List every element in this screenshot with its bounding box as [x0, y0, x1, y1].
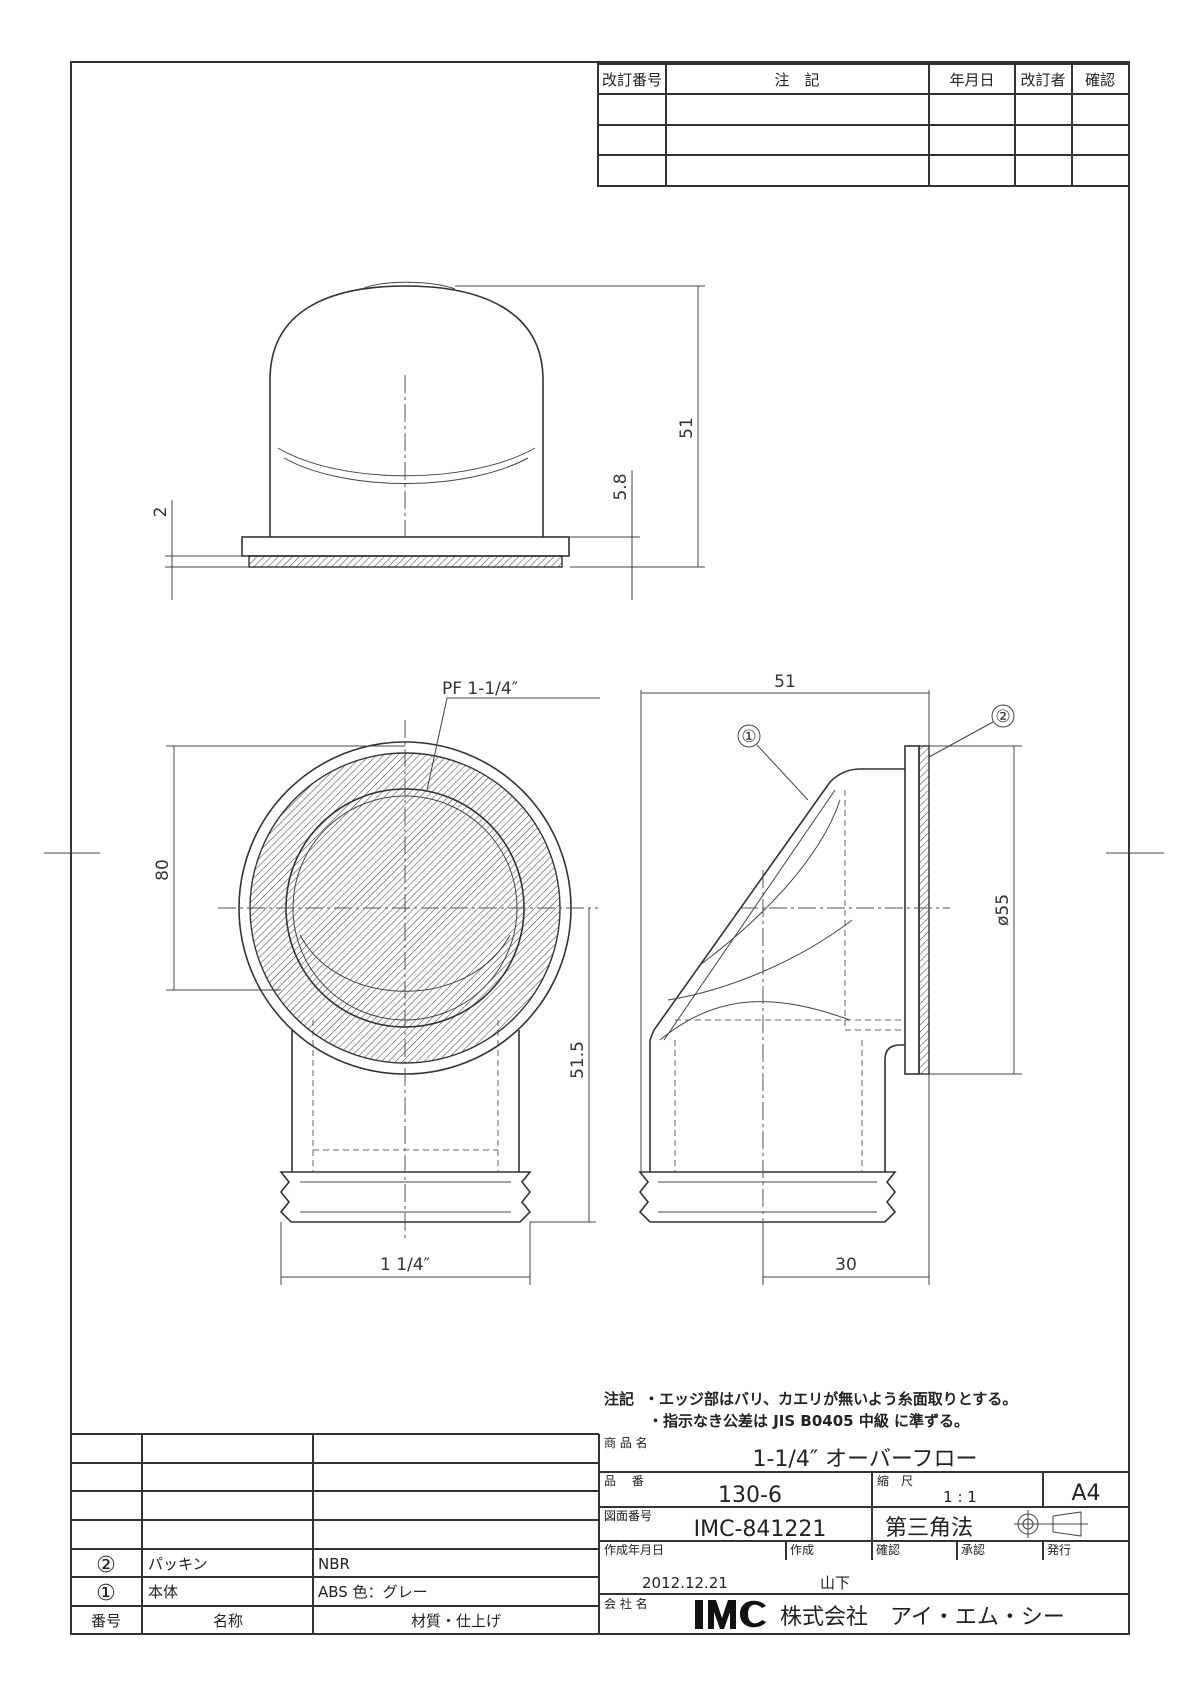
- issue-label: 発行: [1047, 1543, 1071, 1557]
- author-label: 作成: [790, 1543, 814, 1557]
- dim-front-thread: 1 1/4″: [380, 1255, 430, 1275]
- label-pf: PF 1-1/4″: [442, 679, 518, 699]
- rev-header-date: 年月日: [949, 71, 994, 89]
- drawing-no-label: 図面番号: [604, 1509, 652, 1523]
- part-no: 130-6: [718, 1483, 782, 1508]
- third-angle-projection-icon: [1014, 1510, 1088, 1538]
- company-name: 株式会社 アイ・エム・シー: [780, 1605, 1065, 1630]
- part-2-no: ②: [96, 1553, 116, 1578]
- dim-top-gasket: 2: [151, 507, 171, 518]
- rev-header-check: 確認: [1085, 71, 1115, 89]
- rev-header-note: 注 記: [774, 71, 819, 89]
- part-1-name: 本体: [148, 1583, 178, 1601]
- dim-side-depth: 51: [774, 672, 796, 692]
- title-block: 商 品 名 1-1/4″ オーバーフロー 品 番 130-6 縮 尺 1 : 1…: [598, 1434, 1129, 1634]
- drawing-no: IMC-841221: [694, 1517, 827, 1542]
- notes-line-1: ・エッジ部はバリ、カエリが無いよう糸面取りとする。: [644, 1390, 1017, 1408]
- rev-header-no: 改訂番号: [602, 71, 662, 89]
- parts-table: ② パッキン NBR ① 本体 ABS 色：グレー 番号 名称 材質・仕上げ: [71, 1433, 599, 1634]
- notes-line-2: ・指示なき公差は JIS B0405 中級 に準ずる。: [648, 1412, 969, 1430]
- balloon-gasket: ②: [995, 707, 1010, 727]
- rev-header-reviser: 改訂者: [1020, 71, 1065, 89]
- part-1-material: ABS 色：グレー: [318, 1583, 428, 1601]
- scale-value: 1 : 1: [943, 1488, 977, 1506]
- author-name: 山下: [820, 1574, 850, 1592]
- balloon-body: ①: [741, 727, 756, 747]
- parts-header-name: 名称: [213, 1612, 243, 1630]
- part-2-name: パッキン: [148, 1555, 208, 1573]
- product-name-label: 商 品 名: [604, 1435, 648, 1450]
- product-name: 1-1/4″ オーバーフロー: [752, 1447, 977, 1472]
- projection-method: 第三角法: [885, 1516, 973, 1541]
- date-label: 作成年月日: [604, 1543, 664, 1557]
- company-label: 会 社 名: [604, 1596, 648, 1611]
- part-no-label: 品 番: [604, 1474, 644, 1488]
- parts-header-material: 材質・仕上げ: [411, 1612, 501, 1630]
- top-view: 51 5.8 2: [151, 281, 705, 600]
- dim-side-pipe: 30: [835, 1255, 857, 1275]
- part-1-no: ①: [96, 1581, 116, 1606]
- notes: 注記 ・エッジ部はバリ、カエリが無いよう糸面取りとする。 ・指示なき公差は JI…: [604, 1390, 1017, 1430]
- front-view: PF 1-1/4″ 80 51.5 1 1/4″: [153, 679, 600, 1285]
- imc-logo: [695, 1600, 766, 1629]
- dim-front-center: 51.5: [568, 1041, 588, 1079]
- notes-label: 注記: [604, 1390, 634, 1408]
- part-2-material: NBR: [318, 1555, 350, 1573]
- revision-table: 改訂番号 注 記 年月日 改訂者 確認: [597, 63, 1130, 187]
- check-label: 確認: [876, 1542, 900, 1557]
- side-view: 51 30 ø55 ① ②: [638, 672, 1022, 1285]
- dim-top-flange: 5.8: [611, 473, 631, 500]
- paper-size: A4: [1071, 1481, 1100, 1506]
- dim-side-dia: ø55: [993, 894, 1013, 926]
- approve-label: 承認: [961, 1542, 985, 1557]
- created-date: 2012.12.21: [642, 1574, 728, 1592]
- scale-label: 縮 尺: [877, 1473, 913, 1488]
- dim-front-height: 80: [153, 859, 173, 881]
- parts-header-no: 番号: [91, 1612, 121, 1630]
- dim-top-height: 51: [677, 417, 697, 439]
